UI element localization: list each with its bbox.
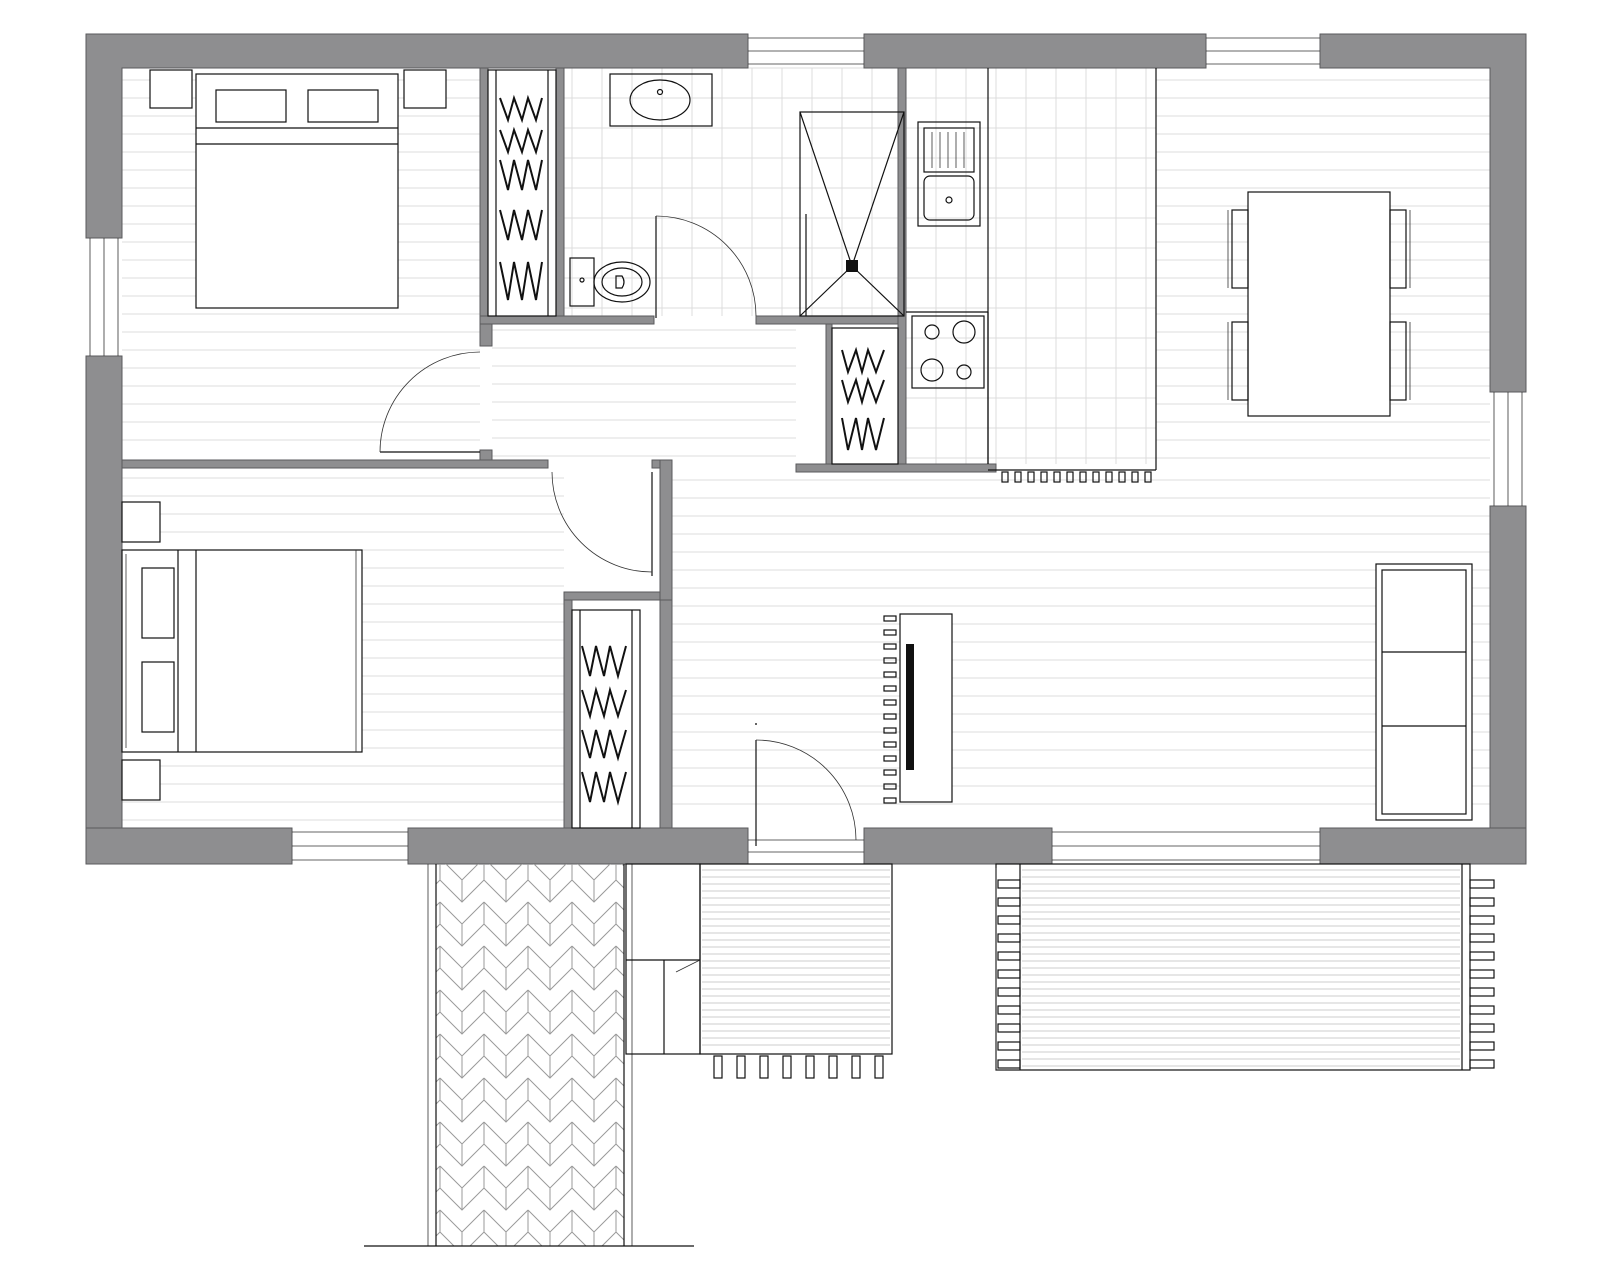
window-top-left <box>748 37 864 65</box>
bar-stool <box>1040 471 1048 483</box>
kitchen-island <box>987 68 1157 471</box>
porch-post <box>713 1055 723 1079</box>
windows <box>89 37 1523 861</box>
bar-stool <box>1053 471 1061 483</box>
terrace-post <box>1469 915 1495 925</box>
window-top-right <box>1206 37 1320 65</box>
terrace-deck <box>995 863 1471 1071</box>
bedroom-2-door <box>551 471 653 576</box>
bar-stool <box>1027 471 1035 483</box>
porch-post <box>805 1055 815 1079</box>
terrace-post <box>1469 1059 1495 1069</box>
console-tick <box>883 797 897 804</box>
terrace-post <box>997 951 1021 961</box>
toilet <box>569 257 651 307</box>
console-tick <box>883 671 897 678</box>
terrace-post <box>1469 1041 1495 1051</box>
porch-post <box>828 1055 838 1079</box>
console-tick <box>883 755 897 762</box>
porch-post <box>874 1055 884 1079</box>
porch-deck-boards <box>702 869 890 1046</box>
bar-stool <box>1118 471 1126 483</box>
porch-deck <box>699 863 893 1055</box>
terrace-post <box>997 969 1021 979</box>
console-tick <box>883 699 897 706</box>
nightstand-bottom-top <box>121 501 161 543</box>
console-tick <box>883 713 897 720</box>
console-tick <box>883 685 897 692</box>
window-right <box>1493 392 1523 506</box>
window-bottom-left <box>292 831 408 861</box>
double-bed-bottom <box>121 549 363 753</box>
cooktop <box>911 315 985 389</box>
terrace-post <box>1469 879 1495 889</box>
terrace-post <box>997 933 1021 943</box>
terrace-post <box>997 879 1021 889</box>
console-tick <box>883 629 897 636</box>
hall-closet <box>831 327 899 465</box>
terrace-post <box>997 1059 1021 1069</box>
entrance-steps <box>625 863 701 1055</box>
terrace-post <box>1469 1023 1495 1033</box>
terrace-post <box>997 1005 1021 1015</box>
entrance-opening <box>748 839 864 853</box>
bar-stool <box>1001 471 1009 483</box>
bar-stool <box>1066 471 1074 483</box>
tv-console <box>899 613 953 803</box>
terrace-post <box>1469 933 1495 943</box>
console-tick <box>883 783 897 790</box>
bar-stools <box>1001 471 1152 483</box>
porch-post <box>736 1055 746 1079</box>
bar-stool <box>1092 471 1100 483</box>
console-tick <box>883 615 897 622</box>
porch-post <box>782 1055 792 1079</box>
console-ticks <box>883 615 897 804</box>
window-bottom-right <box>1052 831 1320 861</box>
terrace-post <box>1469 969 1495 979</box>
console-tick <box>883 657 897 664</box>
kitchen-sink <box>917 121 981 227</box>
shower-tray <box>799 111 905 317</box>
nightstand-bottom-low <box>121 759 161 801</box>
bar-stool <box>1131 471 1139 483</box>
bathroom-door <box>655 215 757 318</box>
bar-stool <box>1079 471 1087 483</box>
terrace-post <box>1469 987 1495 997</box>
console-tick <box>883 727 897 734</box>
nightstand-top-right <box>403 69 447 109</box>
bar-stool <box>1144 471 1152 483</box>
tile-grid <box>564 67 1156 464</box>
console-tick <box>883 643 897 650</box>
nightstand-top-left <box>149 69 193 109</box>
bar-stool <box>1014 471 1022 483</box>
terrace-post <box>997 1041 1021 1051</box>
terrace-posts <box>997 879 1495 1069</box>
terrace-post <box>997 1023 1021 1033</box>
porch-post <box>759 1055 769 1079</box>
porch-post <box>851 1055 861 1079</box>
terrace-post <box>997 897 1021 907</box>
wardrobe-bedroom-1 <box>487 69 557 317</box>
bedroom-1-door <box>379 351 481 453</box>
terrace-post <box>1469 897 1495 907</box>
window-left <box>89 238 119 356</box>
entrance-door <box>755 723 857 846</box>
terrace-post <box>997 987 1021 997</box>
paved-walkway <box>427 864 633 1246</box>
terrace-post <box>1469 1005 1495 1015</box>
double-bed-top <box>195 73 399 309</box>
dining-table <box>1227 191 1411 417</box>
porch-posts <box>713 1055 884 1079</box>
console-tick <box>883 741 897 748</box>
console-tick <box>883 769 897 776</box>
bathroom-sink <box>609 73 713 127</box>
terrace-deck-boards <box>1022 869 1460 1067</box>
sofa <box>1375 563 1473 821</box>
terrace-post <box>1469 951 1495 961</box>
wardrobe-bedroom-2 <box>571 609 641 829</box>
bar-stool <box>1105 471 1113 483</box>
terrace-post <box>997 915 1021 925</box>
